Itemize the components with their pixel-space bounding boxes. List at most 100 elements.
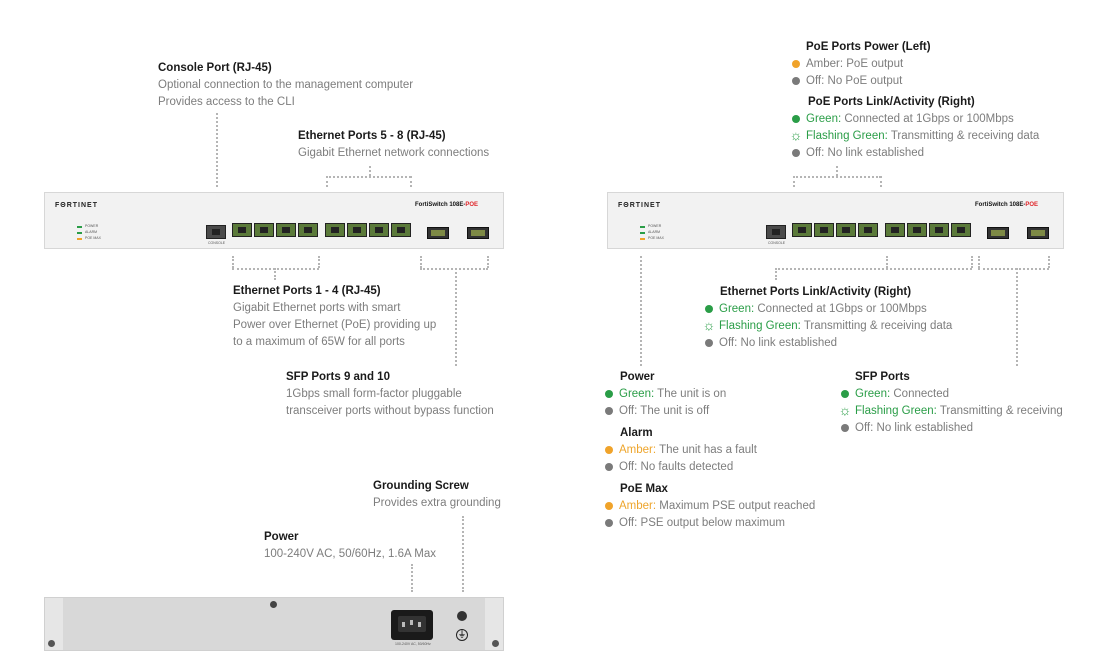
alarm-title: Alarm <box>620 427 653 439</box>
eth-port-5-icon <box>885 223 905 237</box>
poemax-title: PoE Max <box>620 483 668 495</box>
switch-front-left: FΘRTINET FortiSwitch 108E-POE POWER ALAR… <box>44 192 504 249</box>
poe-link-off: Off: No link established <box>806 147 925 159</box>
ground-symbol-icon: ⏚ <box>456 629 468 641</box>
eth14-desc-1: Gigabit Ethernet ports with smart <box>233 302 401 314</box>
led-label-power: POWER <box>85 224 99 228</box>
poe-link-flash-label: Flashing Green: <box>806 130 888 142</box>
eth-link-leader-stem <box>775 268 777 280</box>
sfp-green-label: Green: <box>855 388 891 400</box>
sfp-port-10-icon <box>1027 227 1049 239</box>
power-green-row: Green: The unit is on <box>619 386 726 403</box>
alarm-led-icon <box>640 232 645 234</box>
console-port-label: CONSOLE <box>208 241 226 245</box>
eth14-desc-3: to a maximum of 65W for all ports <box>233 336 405 348</box>
flashing-led-icon: ☼ <box>702 317 716 333</box>
console-port-label: CONSOLE <box>768 241 786 245</box>
eth-port-3-icon <box>276 223 296 237</box>
model-label: FortiSwitch 108E-POE <box>975 202 1038 208</box>
eth14-desc-2: Power over Ethernet (PoE) providing up <box>233 319 437 331</box>
poemax-amber-label: Amber: <box>619 500 657 512</box>
status-dot-icon <box>792 115 800 123</box>
ground-desc: Provides extra grounding <box>373 497 501 509</box>
poe-link-green-row: Green: Connected at 1Gbps or 100Mbps <box>806 111 1014 128</box>
power-title-left: Power <box>264 531 299 543</box>
led-leader-line <box>640 256 642 366</box>
eth-link-green-row: Green: Connected at 1Gbps or 100Mbps <box>719 301 927 318</box>
led-label-alarm: ALARM <box>648 230 661 234</box>
power-leader-line <box>411 564 413 592</box>
model-label: FortiSwitch 108E-POE <box>415 202 478 208</box>
poe-link-green-text: Connected at 1Gbps or 100Mbps <box>844 113 1014 125</box>
sfp-title: SFP Ports 9 and 10 <box>286 371 390 383</box>
alarm-led-icon <box>77 232 82 234</box>
eth-link-flash-text: Transmitting & receiving data <box>803 320 953 332</box>
eth-link-leader-b <box>971 256 973 268</box>
sfp-port-10-icon <box>467 227 489 239</box>
console-port-desc-2: Provides access to the CLI <box>158 96 295 108</box>
ground-leader-line <box>462 516 464 592</box>
poe-link-flash-row: Flashing Green: Transmitting & receiving… <box>806 128 1039 145</box>
sfp-leader-right <box>487 256 489 268</box>
poe-link-title: PoE Ports Link/Activity (Right) <box>808 96 975 108</box>
poe-leader-left <box>793 176 795 187</box>
status-dot-icon <box>792 60 800 68</box>
eth58-leader-stem <box>369 166 371 176</box>
poe-power-off: Off: No PoE output <box>806 75 903 87</box>
console-port-desc-1: Optional connection to the management co… <box>158 79 414 91</box>
power-green-text: The unit is on <box>657 388 727 400</box>
eth-link-title: Ethernet Ports Link/Activity (Right) <box>720 286 912 298</box>
status-dot-icon <box>605 519 613 527</box>
sfp-port-9-icon <box>427 227 449 239</box>
eth-port-1-icon <box>232 223 252 237</box>
sfp-flash-label: Flashing Green: <box>855 405 937 417</box>
eth-port-8-icon <box>391 223 411 237</box>
eth14-leader-left <box>232 256 234 268</box>
status-dot-icon <box>605 390 613 398</box>
eth-port-5-icon <box>325 223 345 237</box>
eth14-leader-right <box>318 256 320 268</box>
eth-link-green-text: Connected at 1Gbps or 100Mbps <box>757 303 927 315</box>
poemax-amber-text: Maximum PSE output reached <box>659 500 816 512</box>
eth-port-1-icon <box>792 223 812 237</box>
poemax-led-icon <box>77 238 82 240</box>
status-dot-icon <box>792 149 800 157</box>
eth58-title: Ethernet Ports 5 - 8 (RJ-45) <box>298 130 446 142</box>
poe-power-title: PoE Ports Power (Left) <box>806 41 931 53</box>
status-dot-icon <box>705 339 713 347</box>
power-off: Off: The unit is off <box>619 405 710 417</box>
poe-link-flash-text: Transmitting & receiving data <box>890 130 1040 142</box>
status-dot-icon <box>792 77 800 85</box>
power-legend-title: Power <box>620 371 655 383</box>
eth-port-4-icon <box>858 223 878 237</box>
fortinet-logo: FΘRTINET <box>618 202 661 209</box>
model-prefix: FortiSwitch 108E- <box>975 202 1026 208</box>
status-dot-icon <box>605 463 613 471</box>
sfp-desc-1: 1Gbps small form-factor pluggable <box>286 388 462 400</box>
console-port-icon <box>766 225 786 239</box>
poemax-amber-row: Amber: Maximum PSE output reached <box>619 498 815 515</box>
poemax-off: Off: PSE output below maximum <box>619 517 785 529</box>
eth-link-flash-label: Flashing Green: <box>719 320 801 332</box>
screw-icon <box>270 601 277 608</box>
sfp-green-text: Connected <box>893 388 949 400</box>
poe-link-green-label: Green: <box>806 113 842 125</box>
model-suffix: POE <box>1025 202 1039 208</box>
eth-port-6-icon <box>907 223 927 237</box>
led-label-poemax: POE MAX <box>85 236 101 240</box>
eth58-leader-bar <box>326 176 411 178</box>
sfp-leader-stem <box>455 268 457 366</box>
rear-power-label: 100-240V AC, 50/60Hz <box>395 642 431 646</box>
console-port-title: Console Port (RJ-45) <box>158 62 272 74</box>
eth-link-leader-a <box>886 256 888 268</box>
sfp-right-leader-left <box>978 256 980 268</box>
eth58-leader-right <box>410 176 412 187</box>
screw-icon <box>48 640 55 647</box>
sfp-desc-2: transceiver ports without bypass functio… <box>286 405 494 417</box>
sfp-right-leader-bar <box>978 268 1049 270</box>
flashing-led-icon: ☼ <box>789 127 803 143</box>
sfp-legend-title: SFP Ports <box>855 371 910 383</box>
model-suffix: POE <box>465 202 479 208</box>
sfp-flash-text: Transmitting & receiving <box>939 405 1063 417</box>
sfp-right-leader-right <box>1048 256 1050 268</box>
